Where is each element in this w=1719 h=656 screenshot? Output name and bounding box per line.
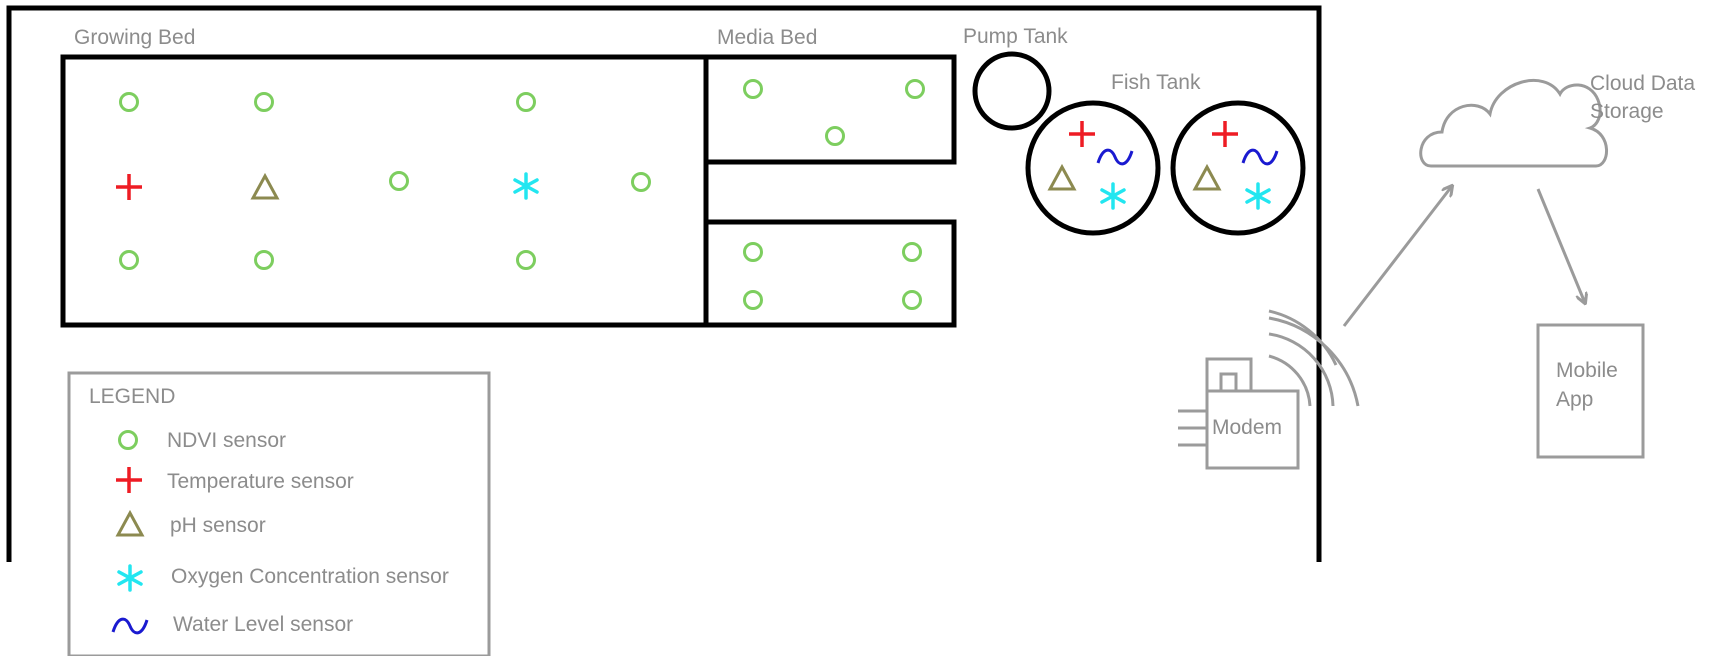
legend-box (67, 371, 491, 656)
media-bed-top (706, 54, 957, 165)
fish-tank-1 (1025, 100, 1161, 236)
legend-label-water-level: Water Level sensor (173, 613, 353, 636)
ndvi-sensor-icon (516, 250, 536, 270)
legend-title: LEGEND (89, 385, 175, 408)
ph-sensor-icon (251, 174, 279, 200)
cloud-to-app-arrow (1536, 188, 1585, 303)
water-level-sensor-icon (1241, 148, 1279, 166)
water-level-sensor-icon (1096, 148, 1134, 166)
modem-label: Modem (1212, 416, 1282, 439)
ndvi-sensor-icon (119, 92, 139, 112)
oxygen-sensor-icon (1100, 182, 1126, 210)
ph-sensor-icon (1048, 165, 1076, 191)
temperature-sensor-icon (1210, 119, 1240, 149)
legend-label-ph: pH sensor (170, 514, 266, 537)
cloud-label-line2: Storage (1590, 100, 1664, 123)
growing-bed (60, 54, 709, 328)
ndvi-sensor-icon (389, 171, 409, 191)
ndvi-sensor-icon (254, 250, 274, 270)
oxygen-sensor-icon (1245, 182, 1271, 210)
temperature-sensor-icon (114, 172, 144, 202)
ndvi-sensor-icon (902, 290, 922, 310)
mobile-app-label-line1: Mobile (1556, 359, 1618, 382)
cloud-icon (1419, 78, 1608, 168)
ph-sensor-icon (1193, 165, 1221, 191)
ndvi-sensor-icon (743, 290, 763, 310)
ndvi-sensor-icon (254, 92, 274, 112)
oxygen-sensor-icon (513, 172, 539, 200)
ndvi-sensor-icon (905, 79, 925, 99)
ndvi-sensor-icon (516, 92, 536, 112)
water-level-sensor-icon (111, 617, 149, 635)
oxygen-sensor-icon (117, 564, 143, 592)
ndvi-sensor-icon (119, 250, 139, 270)
pump-tank (972, 51, 1052, 131)
legend-label-oxygen: Oxygen Concentration sensor (171, 565, 449, 588)
modem-icon (1178, 357, 1300, 470)
ndvi-sensor-icon (631, 172, 651, 192)
mobile-app-box (1536, 323, 1645, 459)
fish-tank-label: Fish Tank (1111, 71, 1201, 94)
legend-label-temperature: Temperature sensor (167, 470, 354, 493)
fish-tank-2 (1170, 100, 1306, 236)
ndvi-sensor-icon (902, 242, 922, 262)
greenhouse-outline (6, 5, 1322, 562)
ndvi-sensor-icon (825, 126, 845, 146)
temperature-sensor-icon (1067, 119, 1097, 149)
media-bed-bottom (706, 219, 957, 328)
modem-to-cloud-arrow (1342, 186, 1452, 327)
mobile-app-label-line2: App (1556, 388, 1593, 411)
ph-sensor-icon (116, 511, 144, 537)
wifi-signal-icon (1268, 309, 1360, 407)
ndvi-sensor-icon (743, 242, 763, 262)
growing-bed-label: Growing Bed (74, 26, 195, 49)
legend-label-ndvi: NDVI sensor (167, 429, 286, 452)
temperature-sensor-icon (114, 465, 144, 495)
cloud-label-line1: Cloud Data (1590, 72, 1695, 95)
pump-tank-label: Pump Tank (963, 25, 1068, 48)
ndvi-sensor-icon (743, 79, 763, 99)
ndvi-sensor-icon (118, 430, 138, 450)
media-bed-label: Media Bed (717, 26, 817, 49)
